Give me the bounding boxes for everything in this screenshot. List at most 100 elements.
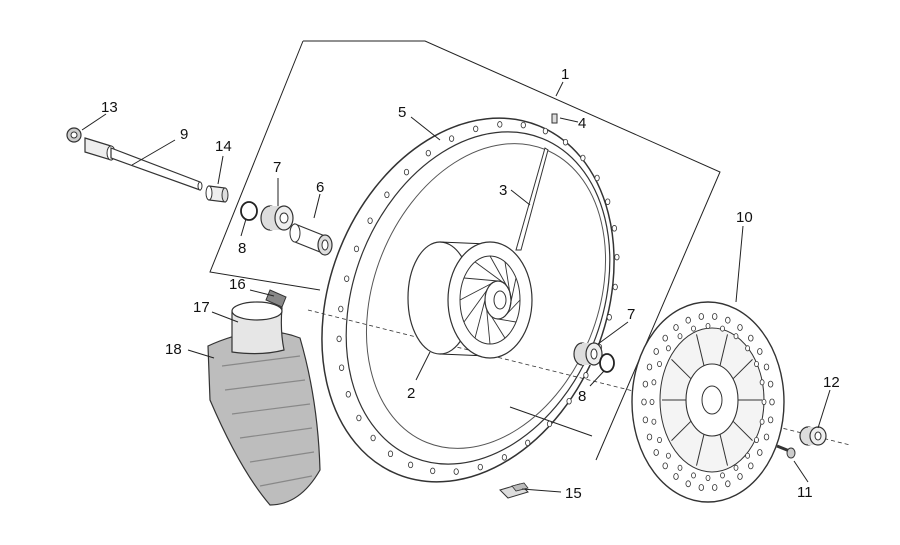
disc-vent-hole [642, 380, 649, 388]
disc-vent-hole [759, 418, 765, 425]
rim-tape [265, 289, 287, 308]
callout-18: 18 [165, 341, 182, 358]
disc-spokes [662, 334, 762, 466]
disc-vent-hole [649, 398, 655, 405]
rim-spoke-hole [353, 245, 360, 253]
disc-vent-hole [748, 462, 754, 470]
rim-spoke-hole [546, 420, 553, 428]
callout-3: 3 [499, 182, 507, 199]
rim-spoke-hole [542, 127, 549, 135]
disc-vent-hole [685, 316, 691, 324]
inner-tube [231, 301, 285, 355]
rim-spoke-hole [425, 149, 431, 157]
hub-lattice-bar [459, 283, 492, 301]
disc-vent-hole [657, 436, 662, 443]
hub-lattice-bar [486, 309, 491, 345]
callout-14: 14 [215, 138, 232, 155]
callout-2: 2 [407, 385, 415, 402]
rim-spoke-hole [336, 335, 342, 343]
disc-vent-hole [651, 379, 657, 386]
disc-vent-hole [712, 484, 718, 491]
disc-vent-hole [745, 345, 750, 352]
rim-spoke-hole [338, 364, 345, 371]
rim-spoke-hole [520, 121, 526, 129]
axle-nut [66, 127, 82, 143]
disc-carrier-arm [696, 334, 705, 366]
hub-lattice-bar [491, 316, 506, 339]
rim-spoke-hole [612, 283, 618, 291]
disc-vent-hole [733, 464, 739, 471]
rim-spoke-hole [611, 225, 618, 232]
rim-spoke-hole [430, 467, 436, 475]
callout-4: 4 [578, 115, 586, 132]
disc-vent-hole [691, 472, 696, 479]
disc-vent-hole [769, 398, 775, 406]
callout-9: 9 [180, 126, 188, 143]
disc-vent-hole [677, 464, 683, 471]
rim-spoke-hole [562, 138, 569, 146]
disc-screw [776, 444, 796, 459]
rim-spoke-hole [367, 217, 373, 224]
disc-vent-hole [685, 480, 691, 488]
hub [407, 241, 533, 359]
disc-vent-hole [705, 322, 711, 329]
disc-carrier-arm [671, 420, 692, 441]
bearing-right [573, 342, 603, 366]
hub-lattice-bar [497, 318, 517, 323]
disc-vent-hole [698, 313, 704, 320]
hub-lattice-bar [474, 261, 505, 284]
callout-6: 6 [316, 179, 324, 196]
disc-vent-hole [761, 398, 767, 405]
disc-carrier-arm [732, 359, 753, 380]
callout-8-right: 8 [578, 388, 586, 405]
spoke [515, 147, 549, 251]
disc-vent-hole [737, 473, 743, 480]
disc-vent-hole [748, 334, 754, 342]
disc-vent-hole [733, 333, 739, 340]
rim-spoke-hole [345, 391, 351, 398]
disc-vent-hole [673, 473, 679, 480]
rim-spoke-hole [614, 253, 620, 261]
rim-spoke-hole [497, 121, 503, 128]
bearing-left [260, 205, 294, 231]
callout-17: 17 [193, 299, 210, 316]
disc-vent-hole [757, 449, 763, 456]
callout-1: 1 [561, 66, 569, 83]
disc-vent-hole [666, 345, 671, 352]
callout-13: 13 [101, 99, 118, 116]
disc-vent-hole [666, 452, 671, 459]
disc-holes [641, 313, 775, 491]
disc-vent-hole [653, 449, 659, 456]
disc-vent-hole [712, 313, 718, 320]
circlip-left [240, 201, 258, 221]
disc-vent-hole [651, 418, 657, 425]
valve-screw [551, 113, 558, 124]
disc-vent-hole [767, 416, 774, 424]
disc-vent-hole [641, 398, 647, 406]
callout-11: 11 [797, 484, 813, 501]
callout-8-left: 8 [238, 240, 246, 257]
rim-spoke-hole [344, 275, 350, 282]
disc-vent-hole [653, 348, 659, 355]
hub-lattice-bar [504, 261, 512, 301]
rim-spoke-hole [605, 198, 611, 205]
disc-carrier-arm [671, 359, 692, 380]
axle [84, 137, 203, 191]
disc-vent-hole [725, 316, 731, 324]
hub-lattice-bar [508, 277, 517, 310]
disc-vent-hole [720, 472, 725, 479]
leader-lines [81, 81, 831, 493]
disc-vent-hole [691, 325, 696, 332]
disc-vent-hole [646, 433, 653, 441]
rim-spoke-hole [473, 125, 479, 133]
disc-vent-hole [754, 436, 759, 443]
disc-vent-hole [673, 324, 679, 331]
disc-vent-hole [725, 480, 731, 488]
hub-web [459, 255, 521, 345]
disc-vent-hole [677, 333, 683, 340]
rim-spoke-hole [594, 174, 600, 182]
rim-spoke-hole [338, 305, 344, 313]
disc-vent-hole [720, 325, 725, 332]
hub-lattice-bar [474, 299, 486, 339]
